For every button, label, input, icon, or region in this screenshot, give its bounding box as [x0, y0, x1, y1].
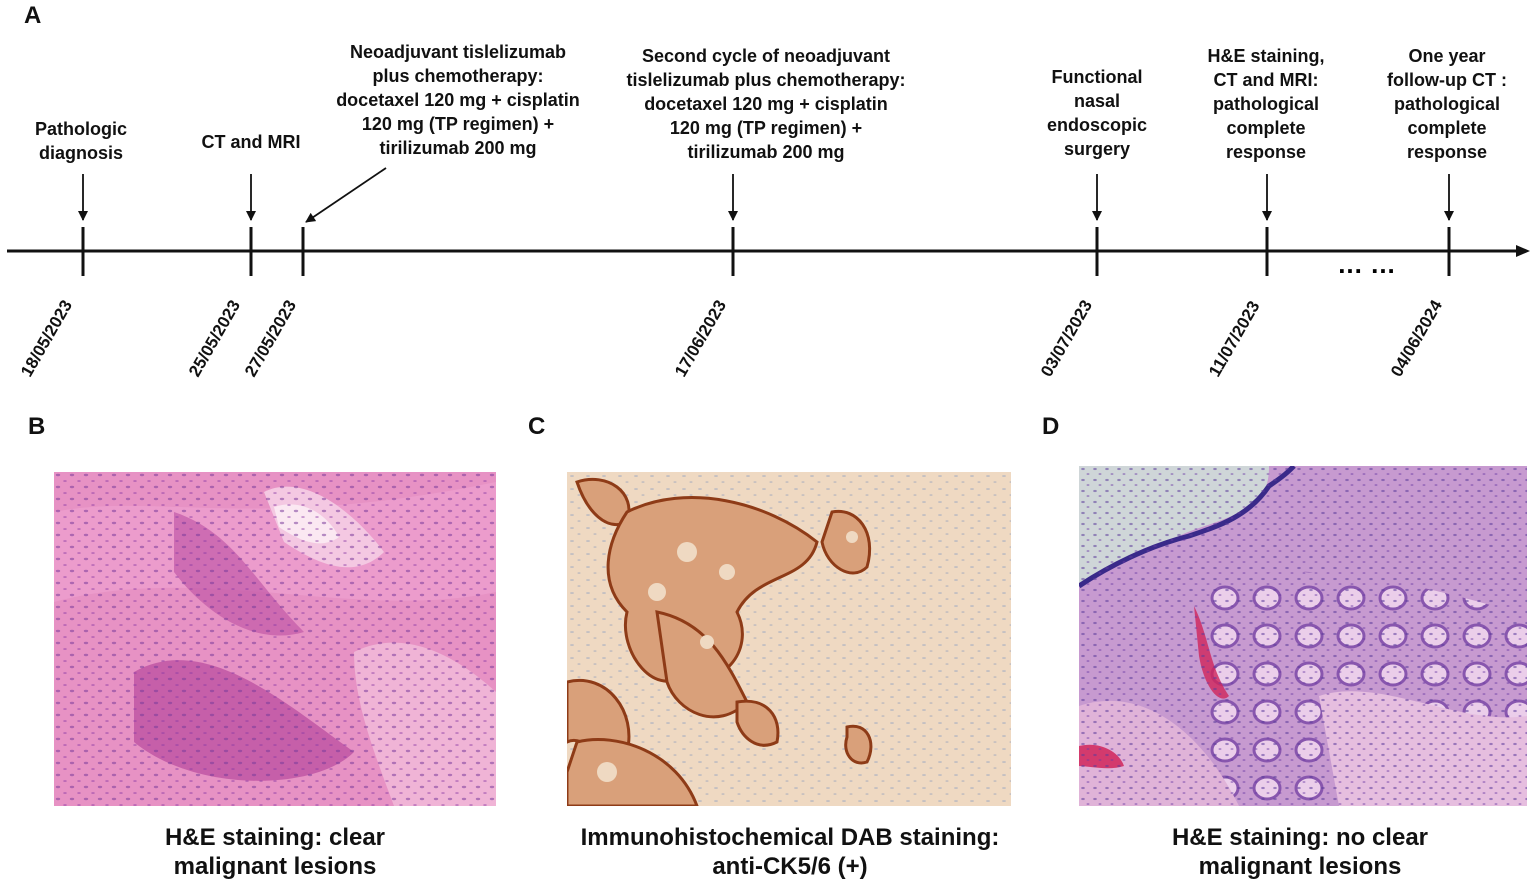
- caption-c: Immunohistochemical DAB staining: anti-C…: [540, 823, 1040, 881]
- caption-b-line-2: malignant lesions: [173, 853, 377, 880]
- panel-label-d: D: [1042, 413, 1060, 440]
- micrograph-he-pre: [54, 472, 496, 806]
- event-date: 17/06/2023: [671, 297, 730, 380]
- event-date: 27/05/2023: [241, 297, 300, 380]
- event-arrow: [305, 167, 387, 223]
- event-label: CT and MRI: [202, 132, 301, 152]
- caption-c-line-2: anti-CK5/6 (+): [712, 853, 868, 880]
- caption-d-line-1: H&E staining: no clear: [1171, 824, 1429, 851]
- caption-b-line-1: H&E staining: clear: [164, 824, 386, 851]
- panel-label-c: C: [528, 413, 546, 440]
- event-date: 11/07/2023: [1205, 298, 1264, 380]
- caption-d: H&E staining: no clear malignant lesions: [1075, 823, 1525, 881]
- caption-c-line-1: Immunohistochemical DAB staining:: [580, 824, 1000, 851]
- event-date: 18/05/2023: [17, 297, 76, 380]
- caption-d-line-2: malignant lesions: [1198, 853, 1402, 880]
- event-date: 03/07/2023: [1037, 297, 1096, 380]
- micrograph-ihc-ck56: [567, 472, 1011, 806]
- event-date: 25/05/2023: [185, 297, 244, 380]
- micrograph-he-post: [1079, 466, 1527, 806]
- caption-b: H&E staining: clear malignant lesions: [40, 823, 510, 881]
- timeline-axis-arrowhead: [1516, 245, 1530, 257]
- panel-label-a: A: [24, 2, 42, 29]
- event-date: 04/06/2024: [1387, 296, 1446, 380]
- timeline-ellipsis: ... ...: [1338, 249, 1396, 279]
- panel-label-b: B: [28, 413, 46, 440]
